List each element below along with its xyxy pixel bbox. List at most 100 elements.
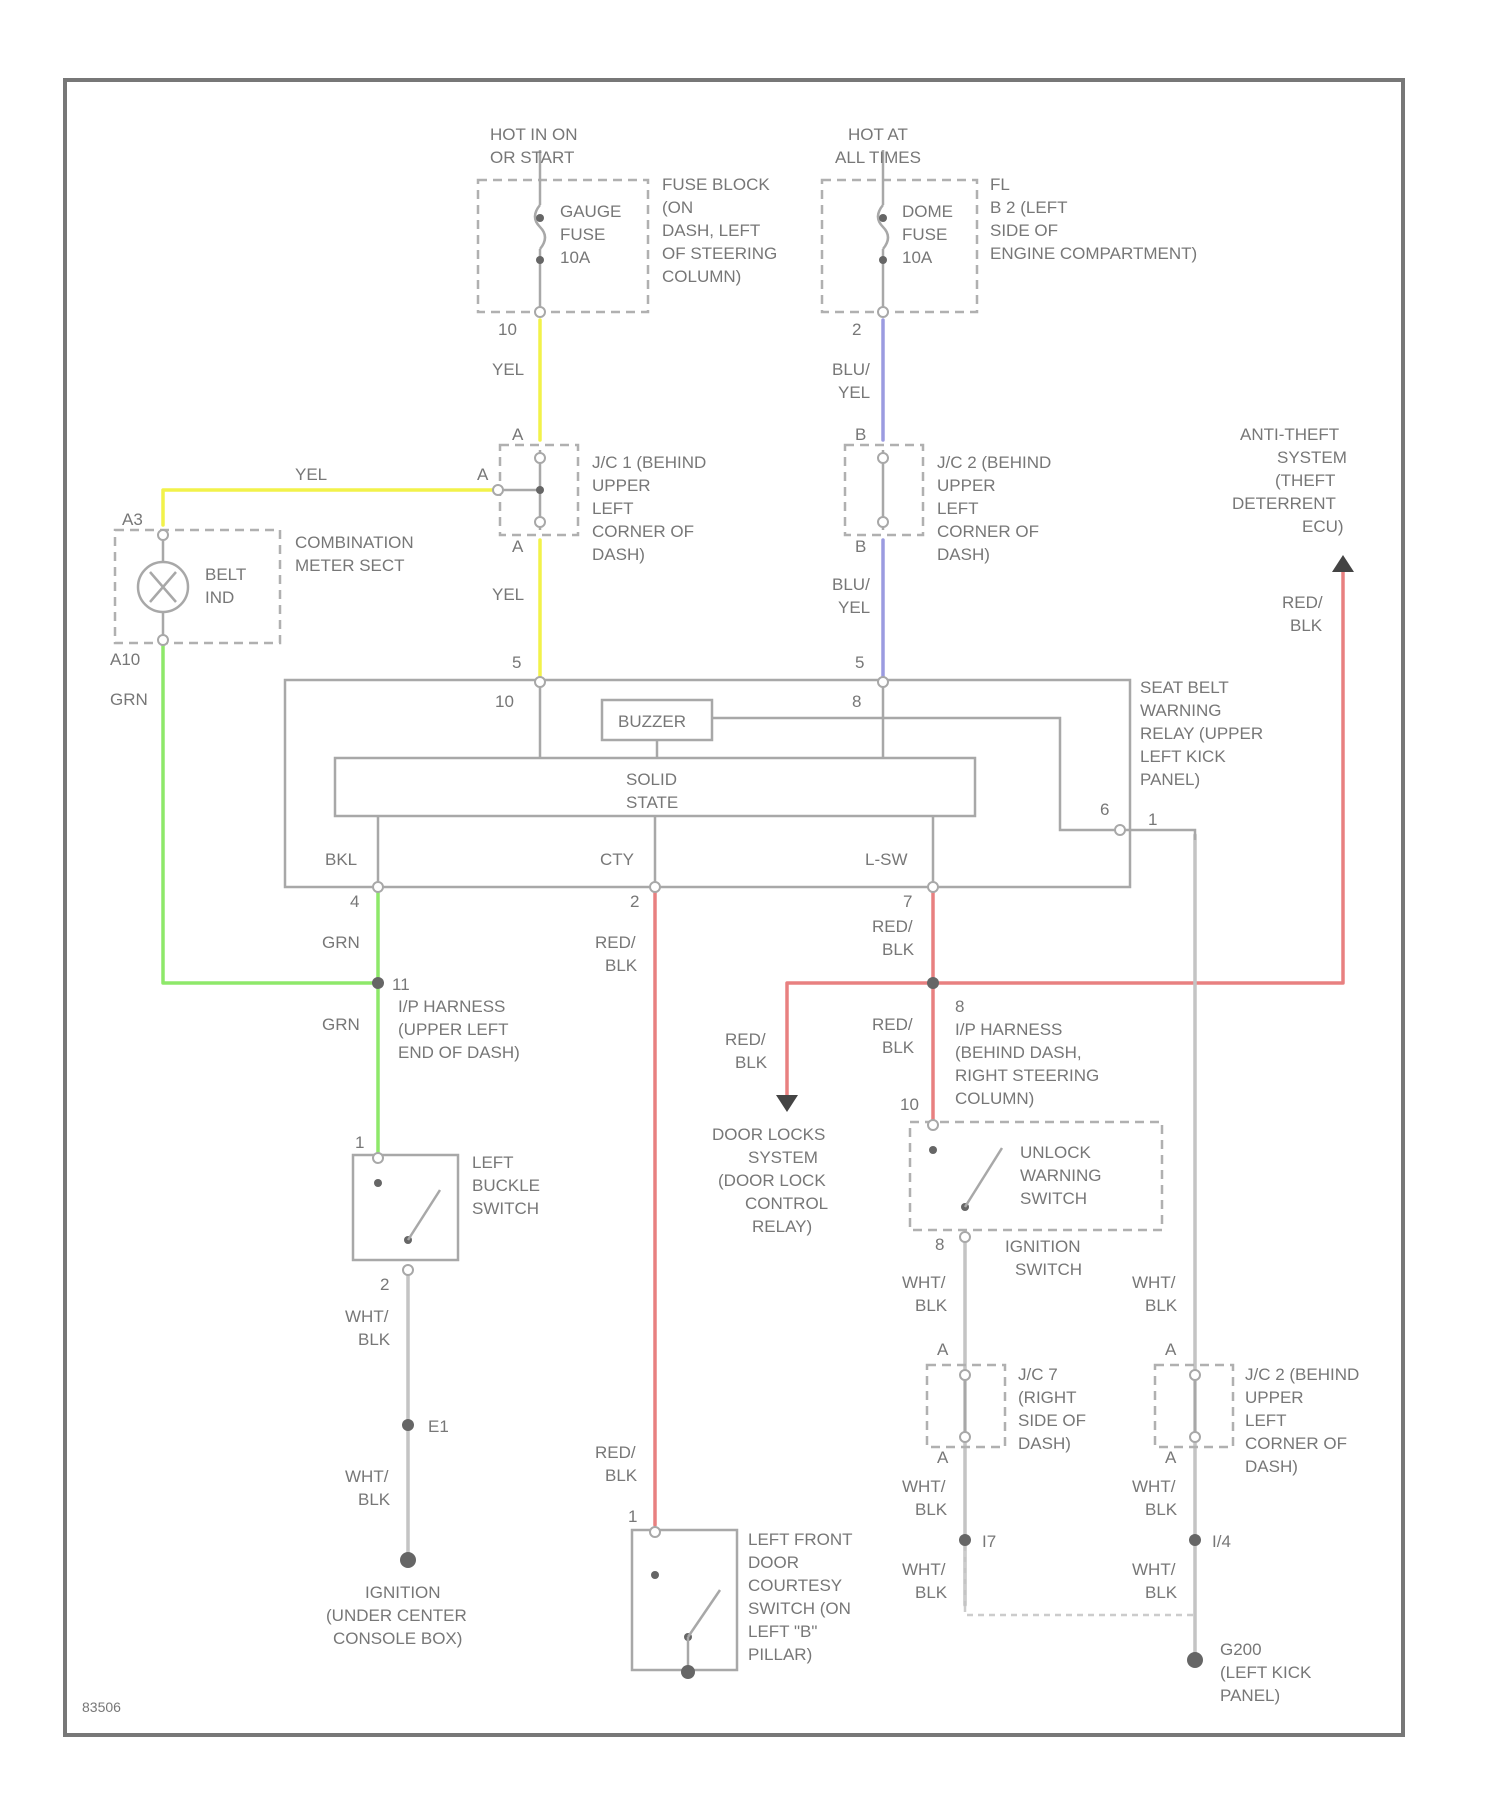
pin-relay-4: 4 [350,892,359,911]
jc1-5: DASH) [592,545,645,564]
relay-box [285,680,1130,887]
pin-relay-7: 7 [903,892,912,911]
dome-loc-1: FL [990,175,1010,194]
wire-label-blk-5: BLK [915,1500,948,1519]
source-batt-1: HOT AT [848,125,908,144]
dome-fuse-1: DOME [902,202,953,221]
wire-label-grn-3: GRN [322,1015,360,1034]
jc2b-4: CORNER OF [1245,1434,1347,1453]
courtesy-2: DOOR [748,1553,799,1572]
harness-left-2: (UPPER LEFT [398,1020,509,1039]
wire-label-blk-ant: BLK [1290,616,1323,635]
pin-unlock-8: 8 [935,1235,944,1254]
fuse-block-dome [822,180,977,312]
wire-label-blu-2: BLU/ [832,575,870,594]
dome-loc-4: ENGINE COMPARTMENT) [990,244,1197,263]
wire-label-red-lsw: RED/ [872,917,913,936]
dome-fuse-2: FUSE [902,225,947,244]
wire-label-blk-6: BLK [1145,1500,1178,1519]
ground-kick-panel [1187,1652,1203,1668]
dome-loc-2: B 2 (LEFT [990,198,1067,217]
door-locks-1: DOOR LOCKS [712,1125,825,1144]
pin-courtesy-1: 1 [628,1507,637,1526]
wire-label-blu-1: BLU/ [832,360,870,379]
gauge-loc-2: (ON [662,198,693,217]
solid-state-2: STATE [626,793,678,812]
dome-loc-3: SIDE OF [990,221,1058,240]
pin-relay-8: 8 [852,692,861,711]
antitheft-3: (THEFT [1275,471,1335,490]
pin-relay-5b: 5 [855,653,864,672]
dome-fuse-3: 10A [902,248,933,267]
wire-label-blk-lsw: BLK [882,940,915,959]
wire-label-red-dl: RED/ [725,1030,766,1049]
splice-harness-left [372,977,384,989]
wire-label-blk-cty: BLK [605,956,638,975]
jc2-3: LEFT [937,499,979,518]
pin-buckle-2: 2 [380,1275,389,1294]
wire-label-blk-7: BLK [915,1583,948,1602]
source-ign-2: OR START [490,148,574,167]
antitheft-4: DETERRENT [1232,494,1336,513]
harness-right-2: (BEHIND DASH, [955,1043,1082,1062]
wire-label-grn-1: GRN [110,690,148,709]
wire-label-wht-5: WHT/ [902,1477,946,1496]
wire-label-wht-2: WHT/ [345,1467,389,1486]
g-kick-3: PANEL) [1220,1686,1280,1705]
wire-label-red-ant: RED/ [1282,593,1323,612]
harness-left-1: I/P HARNESS [398,997,505,1016]
g-console-2: (UNDER CENTER [326,1606,467,1625]
pin-jc1-a-top: A [512,425,524,444]
relay-1: SEAT BELT [1140,678,1229,697]
jc2b-2: UPPER [1245,1388,1304,1407]
wire-label-yel-5: YEL [838,598,870,617]
relay-5: PANEL) [1140,770,1200,789]
wire-grn [163,645,378,1155]
antitheft-5: ECU) [1302,517,1344,536]
wire-label-blk-1: BLK [358,1330,391,1349]
harness-left-3: END OF DASH) [398,1043,520,1062]
harness-right-1: I/P HARNESS [955,1020,1062,1039]
wire-label-yel-2: YEL [295,465,327,484]
jc2b-5: DASH) [1245,1457,1298,1476]
pin-harness-11: 11 [392,975,410,994]
pin-relay-5a: 5 [512,653,521,672]
jc1-4: CORNER OF [592,522,694,541]
jc2b-1: J/C 2 (BEHIND [1245,1365,1359,1384]
wire-label-wht-8: WHT/ [1132,1560,1176,1579]
jc2-1: J/C 2 (BEHIND [937,453,1051,472]
jc2-4: CORNER OF [937,522,1039,541]
wire-label-yel-4: YEL [838,383,870,402]
jc1-3: LEFT [592,499,634,518]
gauge-fuse-3: 10A [560,248,591,267]
jc7-1: J/C 7 [1018,1365,1058,1384]
wire-label-yel-3: YEL [492,585,524,604]
unlock-2: WARNING [1020,1166,1102,1185]
gauge-loc-3: DASH, LEFT [662,221,760,240]
relay-4: LEFT KICK [1140,747,1226,766]
ign-switch-1: IGNITION [1005,1237,1081,1256]
pin-fuse-gauge: 10 [498,320,517,339]
pin-jc2b-a-top: A [1165,1340,1177,1359]
courtesy-1: LEFT FRONT [748,1530,853,1549]
relay-3: RELAY (UPPER [1140,724,1263,743]
gauge-loc-4: OF STEERING [662,244,777,263]
fuse-block-gauge [478,180,648,312]
wire-label-wht-7: WHT/ [902,1560,946,1579]
wire-label-wht-1: WHT/ [345,1307,389,1326]
belt-ind-2: IND [205,588,234,607]
harness-right-4: COLUMN) [955,1089,1034,1108]
pin-unlock-10: 10 [900,1095,919,1114]
wire-label-wht-6: WHT/ [1132,1477,1176,1496]
gauge-fuse-2: FUSE [560,225,605,244]
pin-jc2-b-top: B [855,425,866,444]
door-locks-4: CONTROL [745,1194,828,1213]
pin-meter-a10: A10 [110,650,140,669]
jc7-3: SIDE OF [1018,1411,1086,1430]
diagram-frame [65,80,1403,1735]
pin-jc1-a-left: A [477,465,489,484]
harness-right-3: RIGHT STEERING [955,1066,1099,1085]
wire-label-red-ct: RED/ [595,1443,636,1462]
wire-label-red-uw: RED/ [872,1015,913,1034]
pin-jc2b-a-bot: A [1165,1448,1177,1467]
